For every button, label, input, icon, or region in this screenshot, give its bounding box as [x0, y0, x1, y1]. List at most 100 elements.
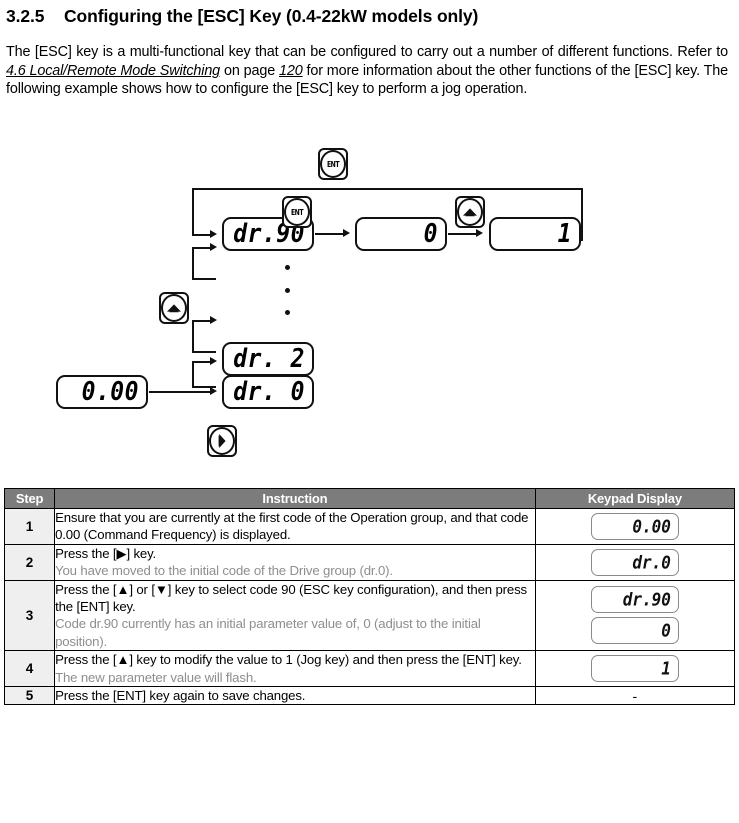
- arrowhead-to-dr2: [210, 357, 217, 365]
- cell-instruction: Press the [▶] key. You have moved to the …: [54, 543, 536, 581]
- cross-reference-link[interactable]: 4.6 Local/Remote Mode Switching: [6, 62, 221, 79]
- keypad-display: 0: [590, 617, 679, 645]
- arrowhead-to-one: [476, 229, 483, 237]
- keypad-display-text: 0: [661, 620, 671, 642]
- keypad-display-text: 0.00: [632, 515, 671, 538]
- arrow-line-freq-to-dr0: [149, 391, 192, 394]
- instruction-text: Press the [▶] key.: [55, 545, 157, 561]
- header-instruction: Instruction: [54, 488, 536, 509]
- instruction-note: You have moved to the initial code of th…: [55, 563, 393, 579]
- up-arrow-icon: [457, 198, 483, 226]
- branch-line-mid-bottom: [192, 351, 216, 354]
- branch-line-mid: [192, 320, 212, 323]
- cell-keypad-display: dr.0: [534, 543, 736, 581]
- header-keypad-display: Keypad Display: [534, 488, 736, 509]
- ent-key-label: ENT: [290, 207, 304, 217]
- loop-line-left: [192, 188, 195, 236]
- intro-paragraph: The [ESC] key is a multi-functional key …: [6, 43, 728, 99]
- instruction-text: Press the [▲] key to modify the value to…: [55, 652, 522, 668]
- intro-text-part3: for more information about the other fun…: [6, 62, 729, 98]
- led-display-value-one: 1: [489, 217, 581, 251]
- cell-instruction: Ensure that you are currently at the fir…: [54, 508, 536, 545]
- cell-keypad-display: dr.90 0: [534, 579, 736, 652]
- table-header-row: Step Instruction Keypad Display: [3, 488, 736, 509]
- cell-instruction: Press the [▲] key to modify the value to…: [54, 650, 536, 688]
- led-text: dr. 2: [233, 344, 305, 374]
- ellipsis-dot: [285, 265, 290, 270]
- cell-step: 1: [3, 508, 56, 545]
- up-arrow-key-right: [455, 196, 485, 228]
- keypad-display: dr.0: [590, 548, 679, 576]
- arrowhead-branch-mid: [210, 316, 217, 324]
- cell-instruction: Press the [▲] or [▼] key to select code …: [54, 579, 536, 652]
- cell-step: 3: [3, 579, 56, 652]
- led-text: 1: [557, 219, 572, 249]
- instruction-text: Press the [▲] or [▼] key to select code …: [55, 581, 527, 615]
- branch-line-upper-bottom: [192, 278, 216, 281]
- loop-line-into-dr90: [192, 234, 212, 237]
- led-display-frequency: 0.00: [56, 375, 148, 409]
- keypad-display: dr.90: [590, 586, 679, 614]
- led-text: 0.00: [81, 377, 139, 407]
- led-display-dr0: dr. 0: [222, 375, 314, 409]
- branch-line-to-dr90: [192, 247, 212, 250]
- branch-line-to-dr2: [192, 361, 212, 364]
- arrowhead-into-dr90: [210, 230, 217, 238]
- cell-step: 4: [3, 650, 56, 688]
- key-disc: [320, 150, 346, 178]
- cell-step: 2: [3, 543, 56, 581]
- cell-keypad-display: -: [534, 686, 736, 706]
- section-title: Configuring the [ESC] Key (0.4-22kW mode…: [64, 6, 479, 26]
- key-disc: [284, 198, 310, 226]
- keypad-display-text: dr.90: [622, 589, 671, 611]
- section-number: 3.2.5: [6, 6, 45, 26]
- cell-step: 5: [3, 686, 56, 706]
- up-arrow-key-left: [159, 292, 189, 324]
- ent-key-top: ENT: [318, 148, 348, 180]
- keypad-display-empty: -: [632, 687, 638, 704]
- ellipsis-dot: [285, 310, 290, 315]
- branch-line-to-dr0: [192, 391, 212, 394]
- instruction-text: Ensure that you are currently at the fir…: [55, 510, 529, 543]
- cell-instruction: Press the [ENT] key again to save change…: [54, 686, 536, 706]
- branch-vertical-upper: [192, 247, 195, 280]
- keypad-display-text: 1: [661, 658, 671, 680]
- led-display-value-zero: 0: [355, 217, 447, 251]
- ent-key-label: ENT: [326, 159, 340, 169]
- led-text: 0: [423, 219, 438, 249]
- instruction-note: Code dr.90 currently has an initial para…: [55, 616, 481, 649]
- up-arrow-icon: [161, 294, 187, 322]
- branch-vertical-lower: [192, 361, 195, 388]
- keypad-display: 0.00: [590, 512, 679, 540]
- keypad-display-text: dr.0: [632, 551, 671, 573]
- led-display-dr2: dr. 2: [222, 342, 314, 376]
- right-arrow-icon: [209, 427, 235, 455]
- section-heading: 3.2.5 Configuring the [ESC] Key (0.4-22kW…: [6, 6, 726, 27]
- intro-text-part1: The [ESC] key is a multi-functional key …: [6, 44, 728, 60]
- arrowhead-to-zero: [343, 229, 350, 237]
- instruction-text: Press the [ENT] key again to save change…: [55, 688, 306, 704]
- arrow-line-zero-to-one: [448, 233, 478, 236]
- cell-keypad-display: 0.00: [534, 508, 736, 545]
- branch-line-lower-bottom: [192, 386, 216, 389]
- keypad-display: 1: [590, 655, 679, 683]
- arrowhead-branch-dr90: [210, 243, 217, 251]
- arrow-line-dr90-to-zero: [315, 233, 345, 236]
- branch-vertical-mid: [192, 320, 195, 353]
- instruction-note: The new parameter value will flash.: [55, 669, 257, 685]
- arrowhead-to-dr0: [210, 387, 217, 395]
- page-reference-link[interactable]: 120: [279, 62, 303, 79]
- led-text: dr. 0: [233, 377, 305, 407]
- navigation-flow-diagram: ENT dr.90 ENT 0: [0, 140, 739, 470]
- right-arrow-key: [207, 425, 237, 457]
- cell-keypad-display: 1: [534, 650, 736, 688]
- loop-line-right: [581, 188, 584, 241]
- ellipsis-dot: [285, 288, 290, 293]
